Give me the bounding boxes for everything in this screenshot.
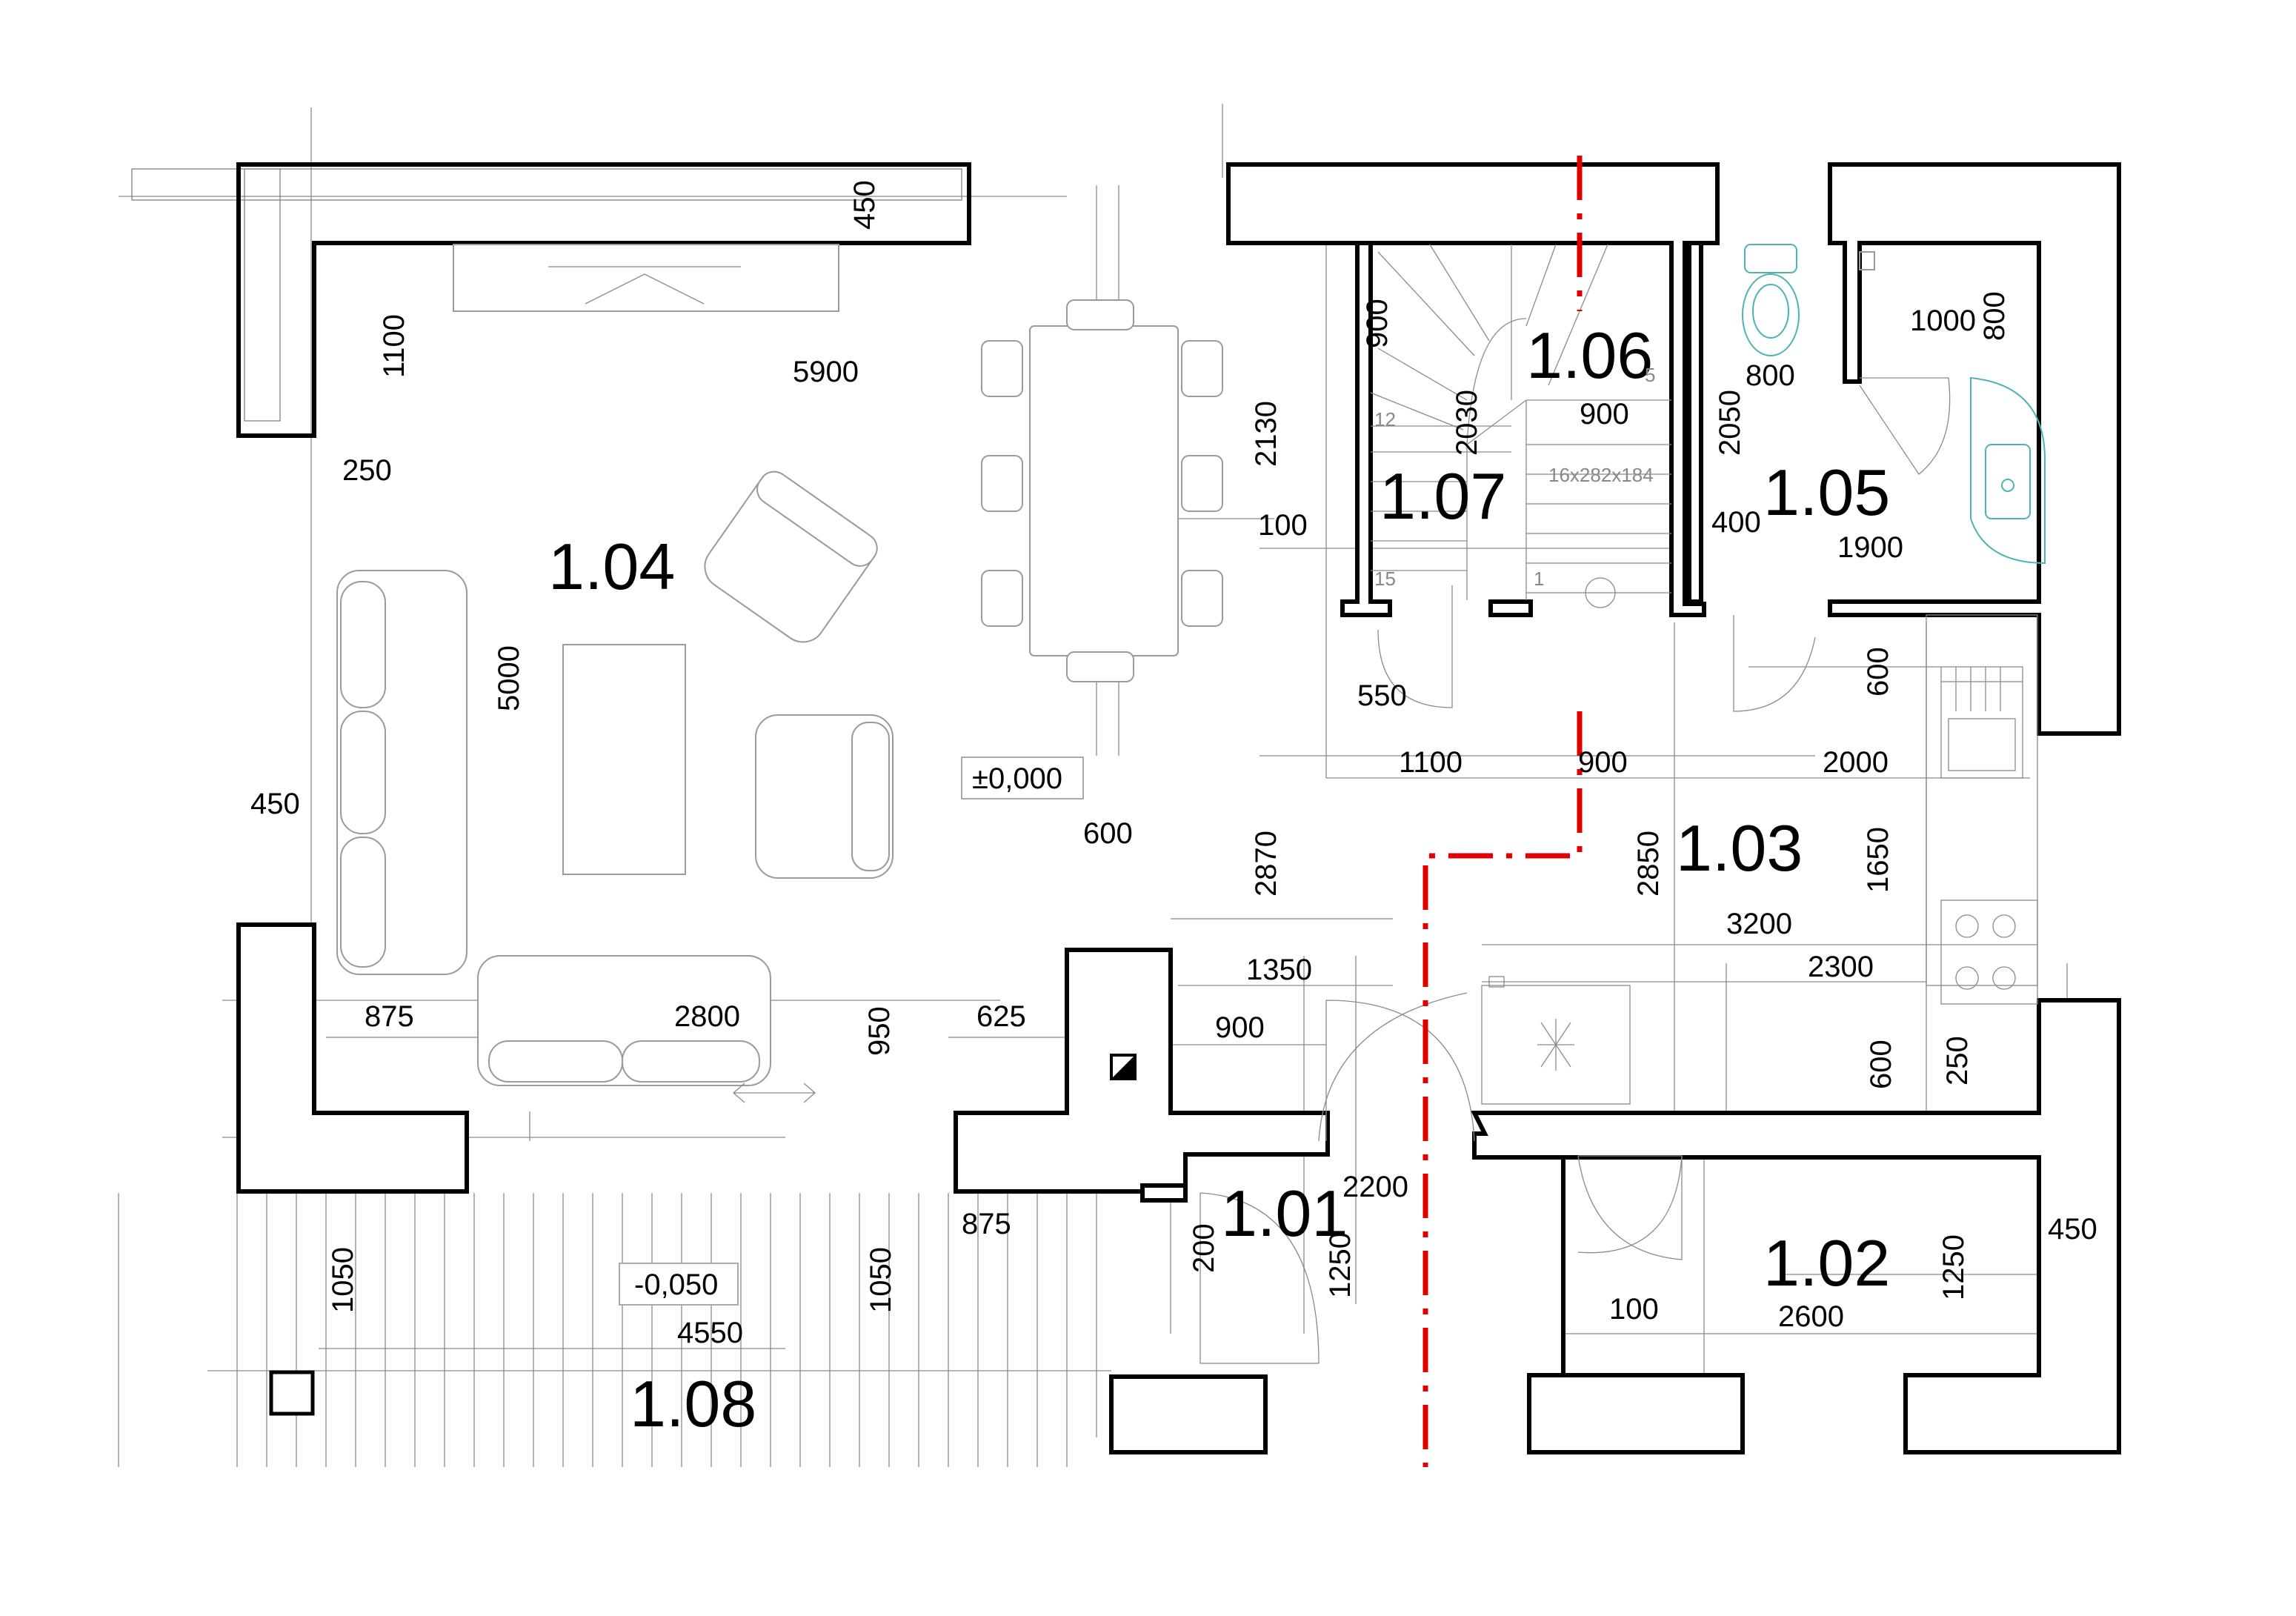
bathroom-fixtures [1742,244,2046,565]
room-label-1-04: 1.04 [548,530,675,603]
room-label-1-03: 1.03 [1676,811,1803,885]
dim-1250-101: 1250 [1324,1232,1357,1298]
room-label-1-02: 1.02 [1763,1226,1890,1300]
staircase [1370,244,1671,708]
dim-100-102: 100 [1609,1293,1659,1326]
dim-600-kitchen: 600 [1862,647,1894,696]
stair-step-1: 1 [1534,568,1544,590]
doors [1199,377,1951,1364]
dim-900-106: 900 [1580,398,1629,430]
dim-250-low: 250 [1941,1036,1974,1085]
dimensions: 450 1100 5900 250 5000 450 875 2800 950 … [250,180,2097,1349]
dim-1350: 1350 [1246,954,1312,986]
room-label-1-07: 1.07 [1380,459,1506,533]
dim-450-right: 450 [2048,1213,2097,1246]
dim-900-stair: 900 [1361,299,1394,348]
stair-step-12: 12 [1374,408,1396,430]
dim-5900: 5900 [793,356,859,388]
room-label-1-06: 1.06 [1526,319,1653,392]
dim-1000: 1000 [1910,305,1976,337]
dim-875-left: 875 [365,1000,414,1033]
dim-2300: 2300 [1808,951,1874,983]
terrace-post [269,1370,315,1416]
dim-2130: 2130 [1250,401,1282,467]
room-label-1-05: 1.05 [1763,456,1890,529]
stair-step-15: 15 [1374,568,1396,590]
dim-1050-mid: 1050 [865,1247,897,1313]
dim-2800: 2800 [674,1000,740,1033]
dim-950: 950 [863,1006,896,1056]
dim-1100-left: 1100 [378,314,410,378]
stair-step-5: 5 [1645,364,1655,386]
dim-3200: 3200 [1726,908,1792,940]
kitchen-fixtures [1481,614,2038,1105]
dim-100-left: 100 [1258,509,1308,542]
dim-875-low: 875 [962,1208,1011,1240]
dim-2200: 2200 [1342,1171,1408,1203]
dim-1650: 1650 [1862,827,1894,893]
dim-450-top: 450 [848,180,881,230]
floor-level-box [961,757,1084,799]
dim-250: 250 [342,454,392,487]
dim-1250-102: 1250 [1937,1234,1970,1300]
terrace-level-label: -0,050 [634,1268,718,1301]
dim-1900: 1900 [1837,531,1903,564]
dim-400: 400 [1711,506,1761,539]
dim-550: 550 [1357,679,1407,712]
room-label-1-08: 1.08 [630,1367,756,1440]
dim-2030: 2030 [1451,390,1483,456]
dim-4550: 4550 [677,1317,743,1349]
living-furniture [336,244,1223,1103]
dim-900-hall: 900 [1215,1011,1265,1044]
dim-2000: 2000 [1823,746,1889,779]
dim-900-mid: 900 [1578,746,1628,779]
dim-600-low: 600 [1865,1040,1897,1089]
section-line [1422,156,1583,1467]
dim-2050: 2050 [1714,390,1746,456]
dim-200: 200 [1188,1223,1220,1273]
dim-2850: 2850 [1632,831,1665,897]
dim-600-mid: 600 [1083,817,1133,850]
dim-1050-left: 1050 [327,1247,359,1313]
floor-level-label: ±0,000 [972,762,1062,795]
dim-2600: 2600 [1778,1300,1844,1333]
walls [236,162,2121,1454]
terrace-level-box [619,1263,739,1306]
dim-625: 625 [976,1000,1026,1033]
dim-800-105: 800 [1746,359,1795,392]
dim-450-left: 450 [250,788,300,820]
stair-spec: 16x282x184 [1548,464,1654,486]
dim-2870: 2870 [1250,831,1282,897]
dim-5000: 5000 [493,645,525,711]
chimney-symbol [1110,1054,1137,1080]
room-label-1-01: 1.01 [1221,1177,1348,1250]
dim-1100-mid: 1100 [1399,746,1463,779]
terrace-paving [118,1193,1111,1467]
wall-outlines [236,162,971,438]
dim-800-right: 800 [1978,291,2011,341]
